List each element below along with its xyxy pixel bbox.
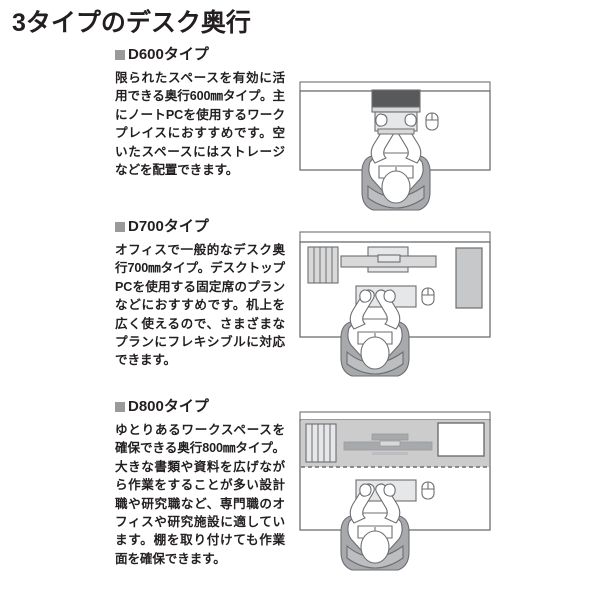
illustration-d800	[296, 398, 596, 598]
section-body-d700: オフィスで一般的なデスク奥行700㎜タイプ。デスクトップPCを使用する固定席のプ…	[115, 243, 285, 368]
section-body-d600: 限られたスペースを有効に活用できる奥行600㎜タイプ。主にノートPCを使用するワ…	[115, 71, 285, 178]
hands	[359, 289, 396, 303]
text-column-d700: D700タイプ オフィスで一般的なデスク奥行700㎜タイプ。デスクトップPCを使…	[115, 218, 285, 370]
laptop	[371, 89, 421, 135]
text-column-d600: D600タイプ 限られたスペースを有効に活用できる奥行600㎜タイプ。主にノート…	[115, 46, 285, 179]
section-heading-label: D700タイプ	[128, 218, 209, 235]
section-heading-d600: D600タイプ	[115, 46, 285, 64]
back-panel	[299, 411, 491, 421]
section-heading-d700: D700タイプ	[115, 218, 285, 236]
back-panel	[299, 231, 491, 243]
monitor	[343, 433, 433, 455]
mouse	[425, 112, 439, 131]
square-bullet-icon	[115, 222, 125, 232]
right-arm	[375, 289, 401, 330]
books	[307, 246, 339, 284]
hands	[359, 483, 396, 497]
illustration-d600	[296, 46, 596, 214]
text-column-d800: D800タイプ ゆとりあるワークスペースを確保できる奥行800㎜タイプ。大きな書…	[115, 398, 285, 568]
square-bullet-icon	[115, 402, 125, 412]
head	[360, 530, 390, 564]
section-heading-d800: D800タイプ	[115, 398, 285, 416]
document	[437, 422, 485, 457]
section-d700: D700タイプ オフィスで一般的なデスク奥行700㎜タイプ。デスクトップPCを使…	[0, 218, 600, 394]
head	[381, 170, 411, 204]
desk-top-view-d700-svg	[299, 231, 491, 377]
desk-top-view-d600-svg	[299, 81, 491, 211]
person	[347, 483, 403, 564]
mouse	[421, 481, 435, 500]
section-heading-label: D600タイプ	[128, 46, 209, 63]
mouse	[421, 287, 435, 306]
pc-tower	[455, 247, 483, 309]
monitor	[340, 246, 437, 273]
page-title: 3タイプのデスク奥行	[12, 9, 251, 37]
section-d800: D800タイプ ゆとりあるワークスペースを確保できる奥行800㎜タイプ。大きな書…	[0, 398, 600, 598]
head	[360, 336, 390, 370]
books	[305, 423, 337, 463]
section-heading-label: D800タイプ	[128, 398, 209, 415]
square-bullet-icon	[115, 50, 125, 60]
illustration-d700	[296, 218, 596, 394]
right-arm	[375, 483, 401, 524]
section-d600: D600タイプ 限られたスペースを有効に活用できる奥行600㎜タイプ。主にノート…	[0, 46, 600, 214]
hands	[375, 113, 417, 127]
section-body-d800: ゆとりあるワークスペースを確保できる奥行800㎜タイプ。大きな書類や資料を広げな…	[115, 423, 285, 566]
desk-top-view-d800-svg	[299, 411, 491, 571]
